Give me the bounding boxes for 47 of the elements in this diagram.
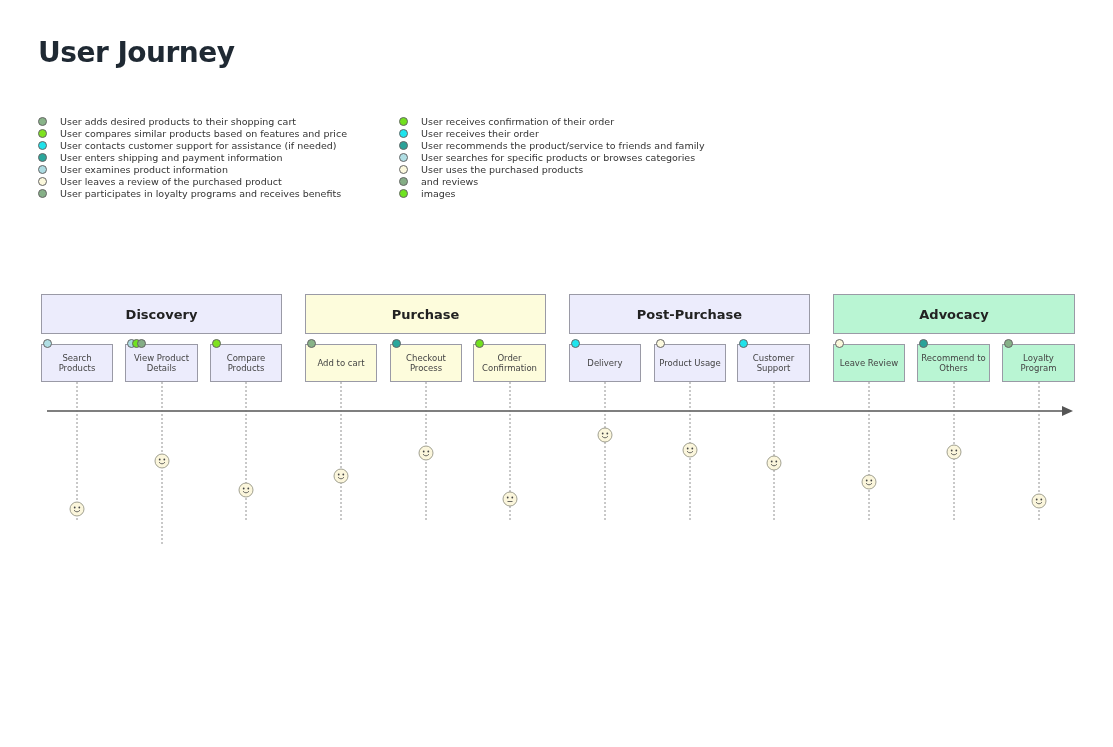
step-label: Search Products (57, 353, 97, 373)
step-card (125, 344, 198, 382)
step-label: Delivery (586, 358, 624, 368)
legend-text: User adds desired products to their shopping cart (60, 116, 297, 128)
stage-header (305, 294, 546, 334)
step-card (917, 344, 990, 382)
step-label: Product Usage (658, 358, 722, 368)
step-card (390, 344, 462, 382)
step-card (41, 344, 113, 382)
stage-header (41, 294, 282, 334)
step-label: Customer Support (751, 353, 796, 373)
legend-text: and reviews (421, 176, 479, 188)
legend-text: User receives their order (421, 128, 539, 140)
step-label: Order Confirmation (481, 353, 538, 373)
step-card (210, 344, 282, 382)
step-card (569, 344, 641, 382)
legend-text: User receives confirmation of their order (421, 116, 615, 128)
step-card (654, 344, 726, 382)
step-card (833, 344, 905, 382)
step-label: Recommend to Others (920, 353, 987, 373)
legend-text: User examines product information (60, 164, 228, 176)
step-label: Loyalty Program (1019, 353, 1058, 373)
stage-title: Discovery (125, 306, 198, 322)
stage-title: Purchase (391, 306, 460, 322)
legend-text: User participates in loyalty programs and receives benefits (60, 188, 342, 200)
step-card (473, 344, 546, 382)
legend-text: images (421, 188, 456, 200)
stage-title: Post-Purchase (636, 306, 743, 322)
step-label: Checkout Process (405, 353, 447, 373)
step-card (737, 344, 810, 382)
step-card (1002, 344, 1075, 382)
step-label: Add to cart (316, 358, 366, 368)
step-label: Compare Products (225, 353, 267, 373)
legend-text: User enters shipping and payment information (60, 152, 283, 164)
step-card (305, 344, 377, 382)
legend-text: User recommends the product/service to friends and family (421, 140, 705, 152)
legend-text: User uses the purchased products (421, 164, 584, 176)
stage-title: Advocacy (919, 306, 989, 322)
legend-text: User contacts customer support for assistance (if needed) (60, 140, 337, 152)
legend-text: User searches for specific products or browses categories (421, 152, 696, 164)
legend-text: User leaves a review of the purchased product (60, 176, 282, 188)
stage-header (833, 294, 1075, 334)
page-title: User Journey (38, 36, 235, 69)
step-label: Leave Review (838, 358, 900, 368)
step-label: View Product Details (132, 353, 191, 373)
legend-text: User compares similar products based on features and price (60, 128, 348, 140)
stage-header (569, 294, 810, 334)
